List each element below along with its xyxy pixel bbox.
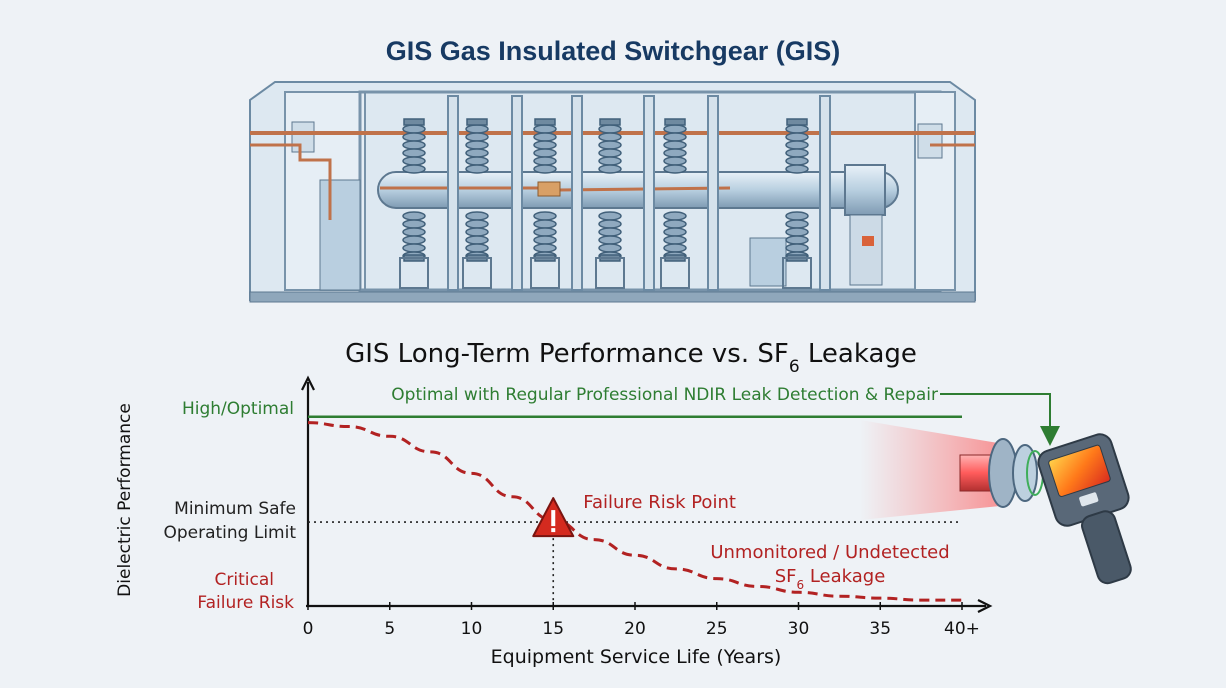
x-tick-label: 15: [542, 619, 564, 639]
chart-title: GIS Long-Term Performance vs. SF6 Leakag…: [345, 339, 917, 377]
x-axis-arrow: [977, 599, 993, 613]
x-tick-label: 20: [624, 619, 646, 639]
x-tick-label: 40+: [944, 619, 980, 639]
series-line-leakage: [307, 421, 962, 602]
performance-chart: 0 5 10 15 20 25 30 35 40+ Equipment Service Life …: [115, 375, 1060, 668]
x-tick-label: 35: [869, 619, 891, 639]
insulator-bushing-icon: [598, 211, 622, 262]
insulator-bushing-icon: [663, 118, 687, 174]
x-tick-label: 5: [384, 619, 395, 639]
support-stand: [462, 257, 492, 289]
x-tick-label: 10: [461, 619, 483, 639]
y-axis-arrow: [301, 375, 315, 391]
support-stand: [660, 257, 690, 289]
insulator-bushing-icon: [402, 118, 426, 174]
series-label-leakage-line2: SF6 Leakage: [775, 566, 886, 592]
x-axis-label: Equipment Service Life (Years): [491, 646, 782, 668]
x-tick-label: 30: [788, 619, 810, 639]
insulator-bushing-icon: [402, 211, 426, 262]
y-label-high-optimal: High/Optimal: [182, 399, 294, 419]
insulator-bushing-icon: [465, 118, 489, 174]
x-tick-label: 0: [303, 619, 314, 639]
y-label-min-safe-line1: Minimum Safe: [174, 499, 296, 519]
series-label-optimal: Optimal with Regular Professional NDIR L…: [391, 385, 938, 405]
insulator-bushing-icon: [663, 211, 687, 262]
gis-switchgear-illustration: [249, 81, 976, 303]
ndir-leak-detector-icon: [860, 420, 1132, 585]
failure-risk-point-label: Failure Risk Point: [583, 492, 736, 513]
insulator-bushing-icon: [598, 118, 622, 174]
optimal-callout-arrow: [940, 393, 1060, 446]
support-stand: [595, 257, 625, 289]
support-stand: [530, 257, 560, 289]
support-stand: [782, 257, 812, 289]
insulator-bushing-icon: [533, 211, 557, 262]
diagram-title: GIS Gas Insulated Switchgear (GIS): [386, 36, 841, 66]
insulator-bushing-icon: [785, 211, 809, 262]
insulator-bushing-icon: [533, 118, 557, 174]
series-label-leakage-line1: Unmonitored / Undetected: [710, 542, 949, 563]
y-axis-label: Dielectric Performance: [115, 403, 135, 597]
y-label-min-safe-line2: Operating Limit: [163, 523, 296, 543]
y-label-critical-line2: Failure Risk: [197, 593, 294, 613]
x-tick-label: 25: [706, 619, 728, 639]
warning-triangle-icon: [532, 497, 575, 538]
y-label-critical-line1: Critical: [215, 570, 274, 590]
support-stand: [399, 257, 429, 289]
insulator-bushing-icon: [465, 211, 489, 262]
insulator-bushing-icon: [785, 118, 809, 174]
